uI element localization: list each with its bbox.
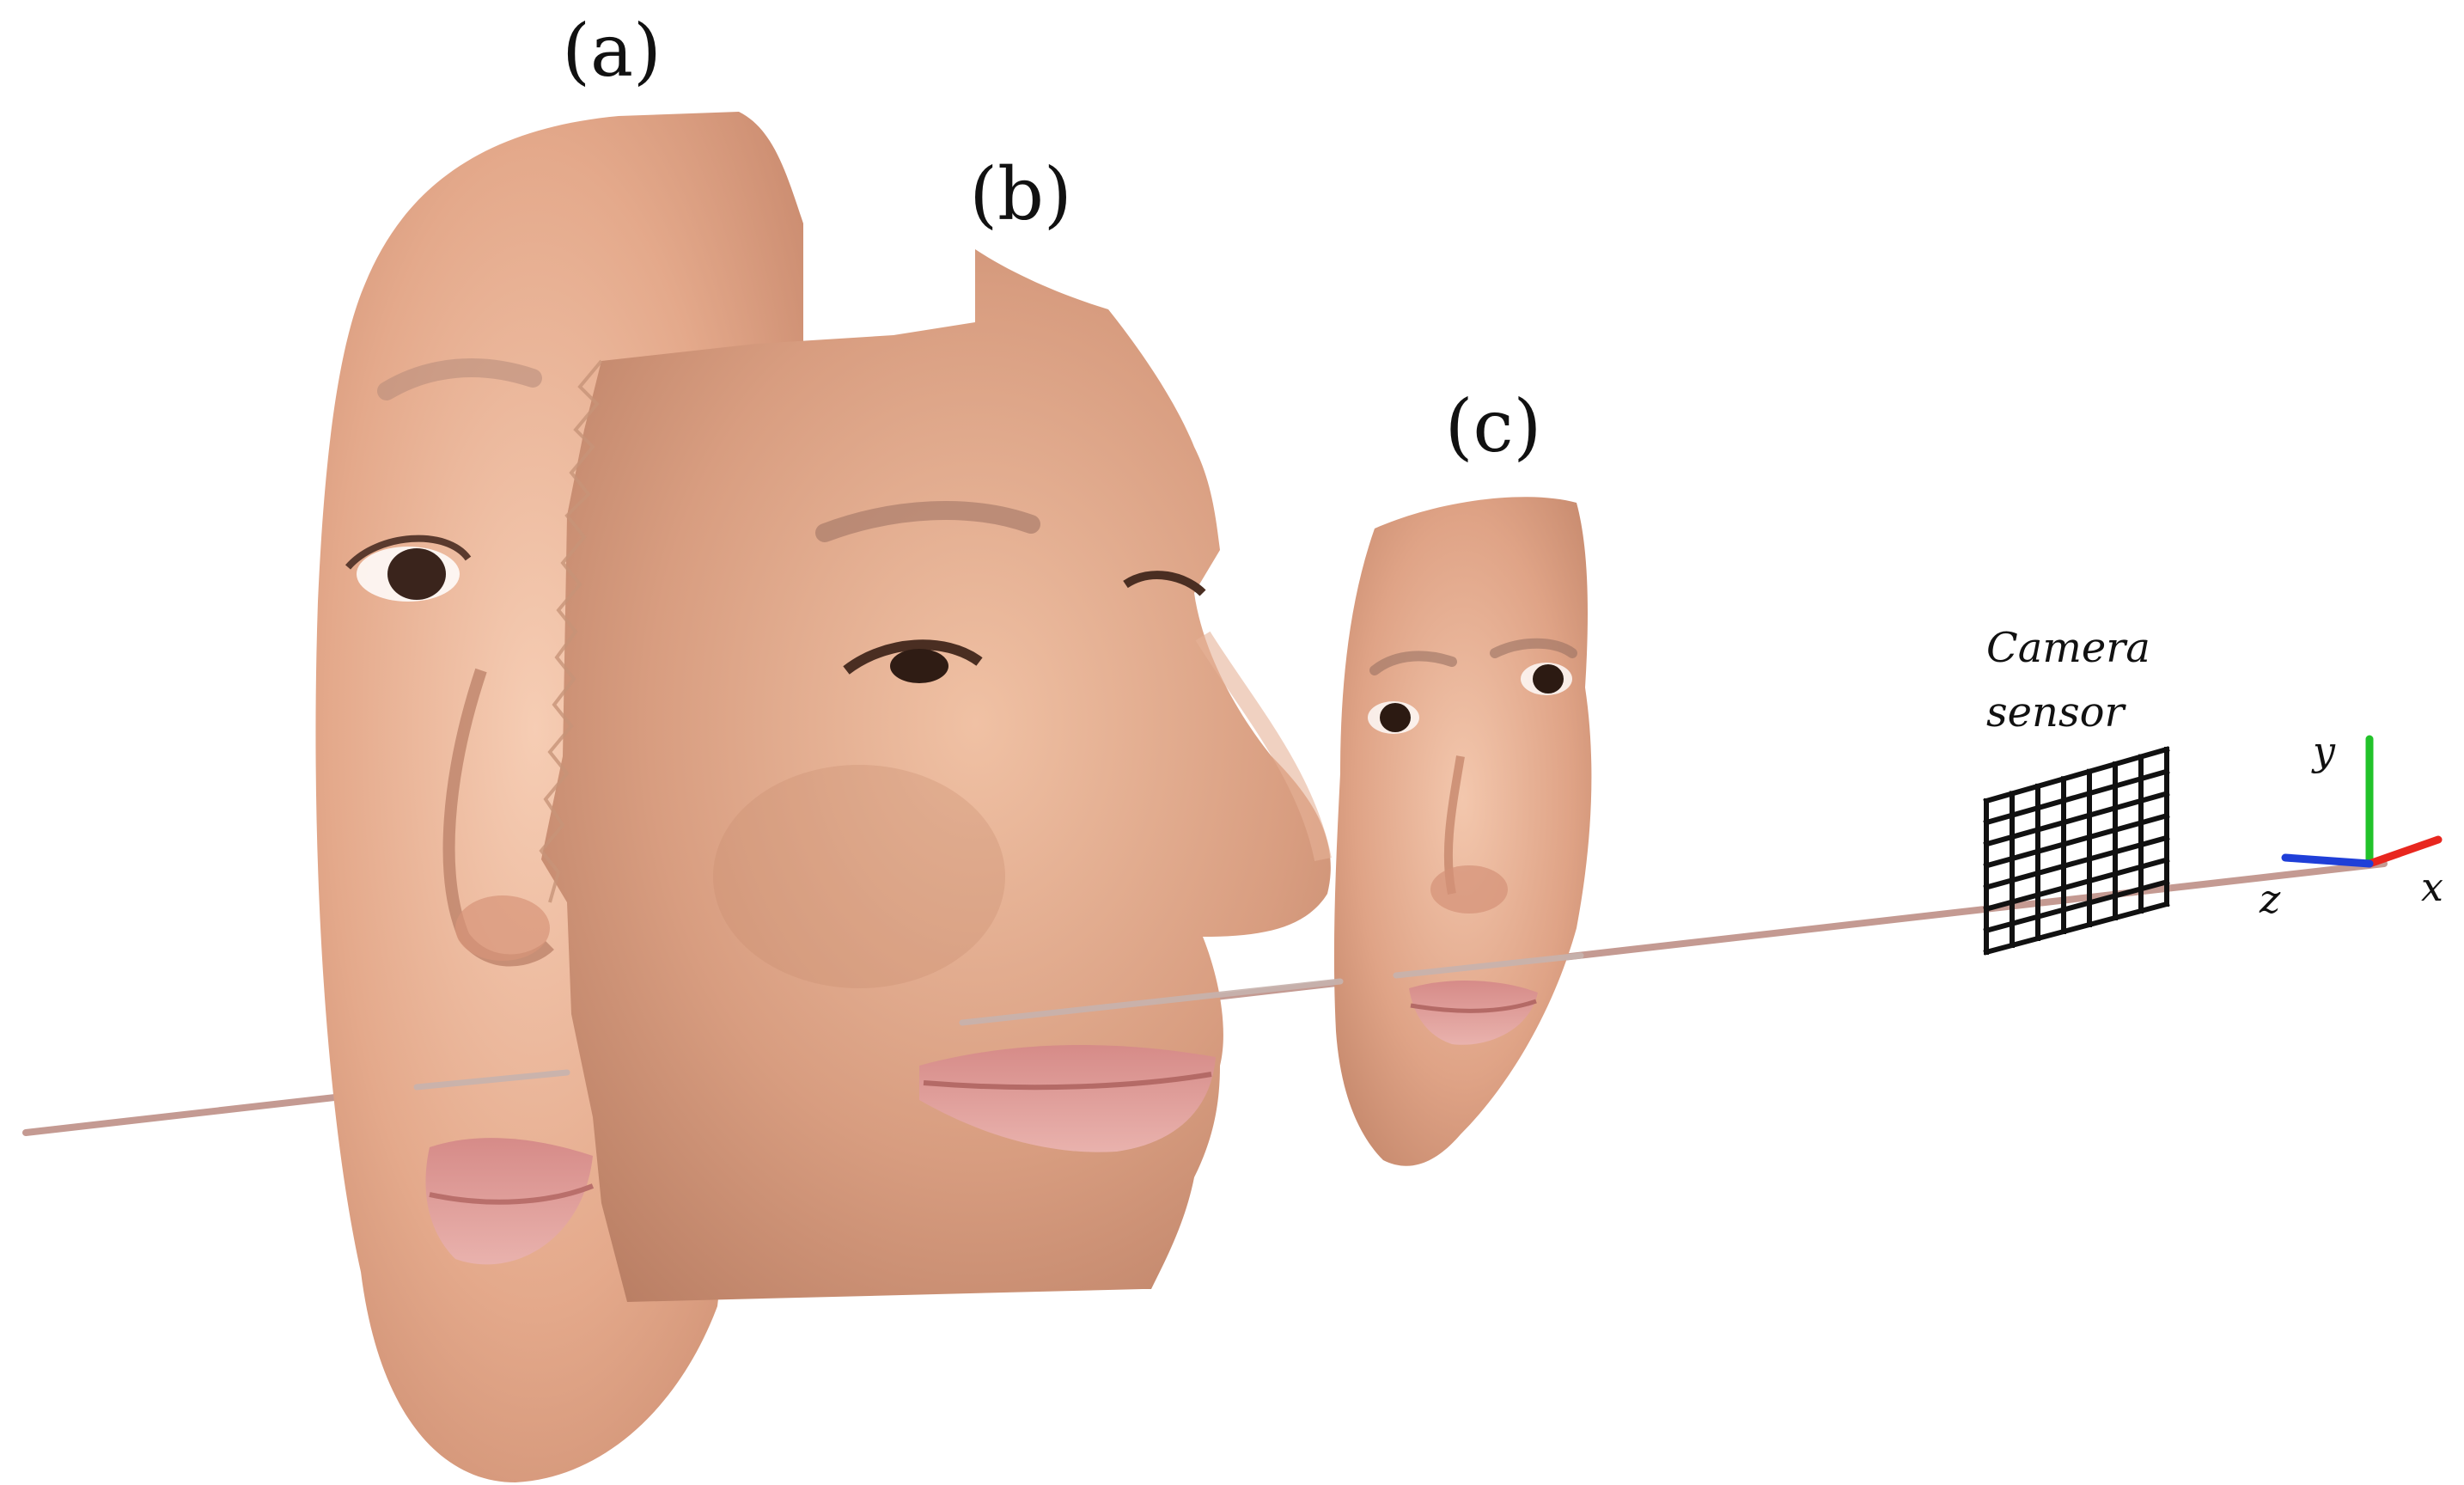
- label-axis-x: x: [2421, 864, 2443, 910]
- face-b-mesh: [541, 249, 1331, 1302]
- label-face-a: (a): [562, 9, 662, 93]
- label-axis-y: y: [2311, 728, 2336, 774]
- label-axis-z: z: [2259, 876, 2281, 922]
- face-c-mesh: [1334, 497, 1591, 1166]
- label-face-c: (c): [1445, 384, 1542, 468]
- label-sensor-line2: sensor: [1986, 688, 2126, 736]
- label-sensor-line1: Camera: [1986, 624, 2150, 672]
- label-face-b: (b): [969, 152, 1071, 236]
- axis-x-line: [2369, 840, 2438, 864]
- axis-z-line: [2285, 858, 2369, 864]
- camera-sensor-grid: [1986, 749, 2167, 952]
- xyz-axis-triad: [2285, 739, 2438, 864]
